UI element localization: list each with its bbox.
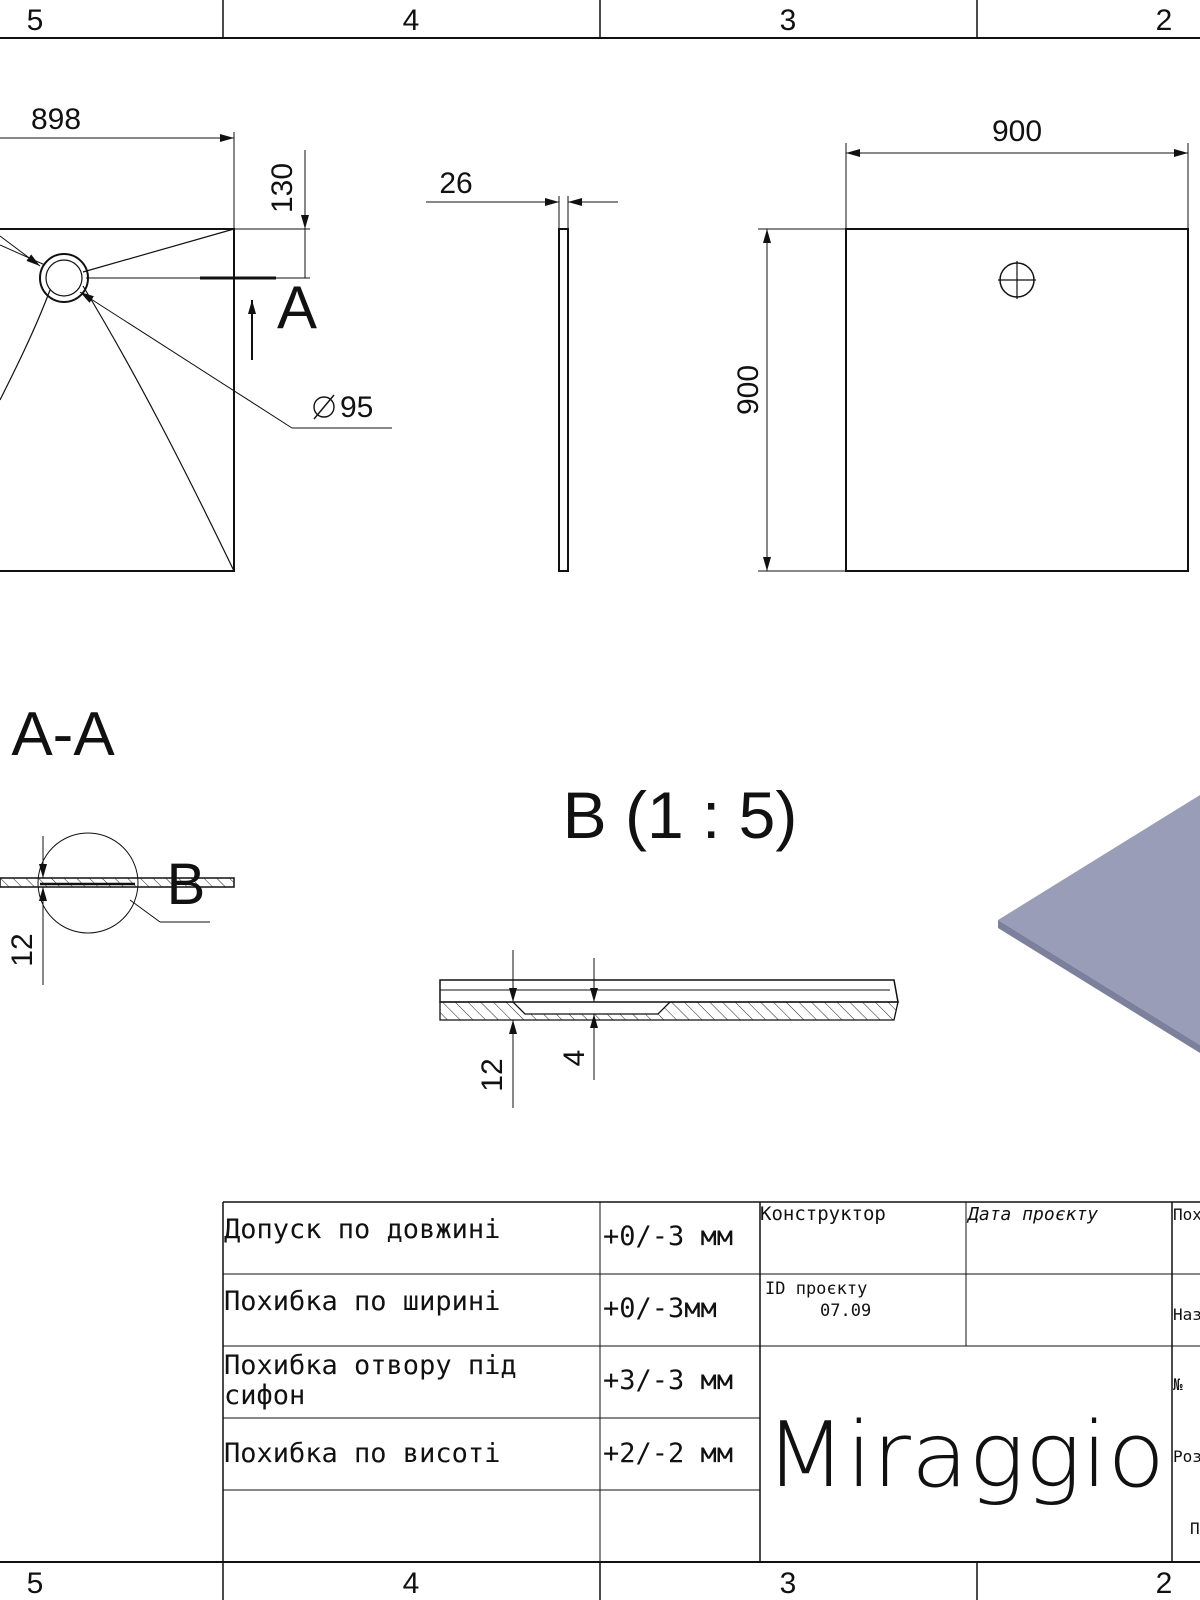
title-block-col-label: Роз bbox=[1173, 1447, 1200, 1466]
project-id-label: ID проєкту bbox=[765, 1279, 867, 1299]
tray-3d-render bbox=[998, 795, 1200, 1053]
tolerance-row-label: Похибка по висоті bbox=[224, 1438, 500, 1469]
tolerance-row-value: +2/-2 мм bbox=[603, 1438, 733, 1469]
detail-thickness-dimension-label: 12 bbox=[476, 1058, 509, 1091]
detail-view: B (1 : 5) 12 4 bbox=[439, 778, 899, 1108]
title-block-col-label: Пох bbox=[1173, 1205, 1200, 1224]
bottom-height-dimension-label: 900 bbox=[732, 365, 765, 415]
drain-outlet bbox=[39, 253, 89, 303]
tolerance-row-label: Допуск по довжині bbox=[224, 1214, 500, 1245]
section-view: A-A B 12 bbox=[0, 700, 235, 985]
detail-marker-b: B bbox=[167, 852, 206, 917]
tolerance-row-value: +3/-3 мм bbox=[603, 1365, 733, 1396]
tray-outline bbox=[0, 228, 235, 572]
detail-recess-dimension-label: 4 bbox=[558, 1050, 591, 1067]
top-view: 898 130 A 95 bbox=[0, 103, 392, 572]
bottom-width-dimension-label: 900 bbox=[992, 115, 1042, 148]
zone-label-bottom-4: 4 bbox=[403, 1567, 420, 1600]
tolerance-row-label-continued: сифон bbox=[224, 1380, 305, 1411]
bottom-view: 900 900 bbox=[732, 115, 1189, 572]
title-block-col-label: № bbox=[1173, 1375, 1183, 1394]
zone-label-bottom-5: 5 bbox=[27, 1567, 44, 1600]
diameter-symbol-icon bbox=[313, 394, 335, 420]
designer-label: Конструктор bbox=[760, 1203, 886, 1225]
tolerance-row-label: Похибка отвору під bbox=[224, 1350, 517, 1381]
zone-label-bottom-3: 3 bbox=[780, 1567, 797, 1600]
thickness-dimension-label: 26 bbox=[439, 167, 472, 200]
section-title: A-A bbox=[11, 700, 115, 769]
detail-title: B (1 : 5) bbox=[563, 778, 798, 852]
zone-label-top-2: 2 bbox=[1156, 4, 1173, 37]
zone-label-top-3: 3 bbox=[780, 4, 797, 37]
project-id-value: 07.09 bbox=[820, 1301, 871, 1321]
tolerance-row-value: +0/-3 мм bbox=[603, 1221, 733, 1252]
brand-logo-text: Miraggio bbox=[765, 1403, 1165, 1508]
drain-diameter-dimension-label: 95 bbox=[340, 391, 373, 424]
width-dimension-label: 898 bbox=[31, 103, 81, 136]
side-view: 26 bbox=[426, 167, 618, 572]
tolerance-row-label: Похибка по ширині bbox=[224, 1286, 500, 1317]
title-block: Конструктор Дата проєкту ID проєкту 07.0… bbox=[760, 1202, 1200, 1562]
drain-offset-dimension-label: 130 bbox=[266, 163, 299, 213]
drain-hole-icon bbox=[998, 261, 1036, 299]
title-block-col-label: Наз bbox=[1173, 1305, 1200, 1324]
section-marker-a: A bbox=[277, 274, 317, 341]
zone-label-bottom-2: 2 bbox=[1156, 1567, 1173, 1600]
title-block-col-label: П bbox=[1190, 1519, 1200, 1538]
zone-label-top-4: 4 bbox=[403, 4, 420, 37]
section-thickness-dimension-label: 12 bbox=[6, 933, 39, 966]
tolerance-row-value: +0/-3мм bbox=[603, 1293, 717, 1324]
project-date-label: Дата проєкту bbox=[966, 1204, 1098, 1225]
tolerance-table: Допуск по довжині +0/-3 мм Похибка по ши… bbox=[222, 1201, 1200, 1562]
zone-label-top-5: 5 bbox=[27, 4, 44, 37]
